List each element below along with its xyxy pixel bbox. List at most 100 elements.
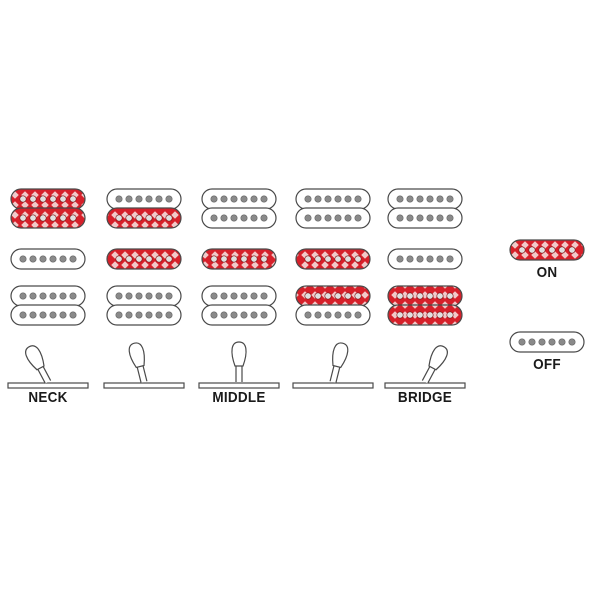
switch-tip [25,345,45,371]
neck-humbucker-bottom-coil [387,207,463,229]
pole-piece [125,214,133,222]
pole-piece [155,195,163,203]
pole-piece [155,311,163,319]
pole-piece [59,311,67,319]
pole-piece [426,195,434,203]
bridge-humbucker-bottom-coil [387,304,463,326]
pole-piece [69,292,77,300]
pole-piece [69,311,77,319]
pole-piece [436,195,444,203]
switch-position-neck-middle [103,188,185,389]
switch-bridge [384,345,466,389]
middle-single-coil [201,248,277,270]
pole-piece [528,338,536,346]
switch-tip [428,345,448,371]
pole-piece [220,292,228,300]
pole-piece [568,338,576,346]
legend-off-coil [509,331,585,353]
switch-position-neck [7,188,89,389]
pole-piece [344,195,352,203]
pole-piece [548,338,556,346]
pole-piece [240,195,248,203]
pole-piece [436,292,444,300]
pole-piece [538,338,546,346]
pole-piece [324,311,332,319]
pole-piece [155,214,163,222]
pole-piece [304,255,312,263]
pole-piece [69,214,77,222]
pole-piece [406,195,414,203]
pole-piece [354,311,362,319]
pole-piece [548,246,556,254]
neck-humbucker-bottom-coil [295,207,371,229]
pole-piece [396,311,404,319]
pole-piece [446,292,454,300]
pole-piece [344,311,352,319]
pole-piece [344,214,352,222]
pole-piece [145,195,153,203]
pole-piece [304,311,312,319]
pole-piece [396,195,404,203]
pole-piece [39,214,47,222]
pole-piece [250,311,258,319]
bridge-humbucker-bottom-coil [106,304,182,326]
pole-piece [115,195,123,203]
pole-piece [29,311,37,319]
pole-piece [240,214,248,222]
pole-piece [528,246,536,254]
switch-plate [198,382,280,389]
pole-piece [344,292,352,300]
switch-plate [384,382,466,389]
switch-tip [231,341,247,367]
switch-tip [128,342,145,369]
pole-piece [314,195,322,203]
pole-piece [314,255,322,263]
pole-piece [446,255,454,263]
pole-piece [436,255,444,263]
bridge-humbucker-bottom-coil [295,304,371,326]
pole-piece [416,311,424,319]
pole-piece [314,292,322,300]
bridge-humbucker-bottom-coil [10,304,86,326]
switch-plate [103,382,185,389]
pole-piece [49,255,57,263]
pole-piece [125,195,133,203]
pole-piece [558,338,566,346]
pole-piece [344,255,352,263]
pole-piece [354,195,362,203]
pole-piece [314,214,322,222]
neck-humbucker-top-coil [387,188,463,210]
pole-piece [406,311,414,319]
switch-middle [198,341,280,389]
pole-piece [334,255,342,263]
middle-single-coil [106,248,182,270]
switch-plate [7,382,89,389]
pole-piece [230,214,238,222]
middle-single-coil [295,248,371,270]
neck-humbucker-top-coil [10,188,86,210]
pole-piece [155,292,163,300]
pole-piece [230,292,238,300]
pole-piece [59,255,67,263]
pole-piece [426,292,434,300]
pole-piece [406,292,414,300]
pole-piece [250,195,258,203]
pole-piece [304,195,312,203]
neck-humbucker-top-coil [295,188,371,210]
pole-piece [446,195,454,203]
pole-piece [304,214,312,222]
pole-piece [145,292,153,300]
position-label-middle: MIDDLE [212,389,266,406]
pole-piece [210,311,218,319]
pole-piece [69,195,77,203]
neck-humbucker-top-coil [201,188,277,210]
pole-piece [135,292,143,300]
pole-piece [354,292,362,300]
bridge-humbucker-top-coil [10,285,86,307]
pole-piece [29,255,37,263]
pole-piece [19,214,27,222]
pole-piece [354,214,362,222]
pole-piece [518,338,526,346]
pole-piece [314,311,322,319]
pole-piece [115,292,123,300]
